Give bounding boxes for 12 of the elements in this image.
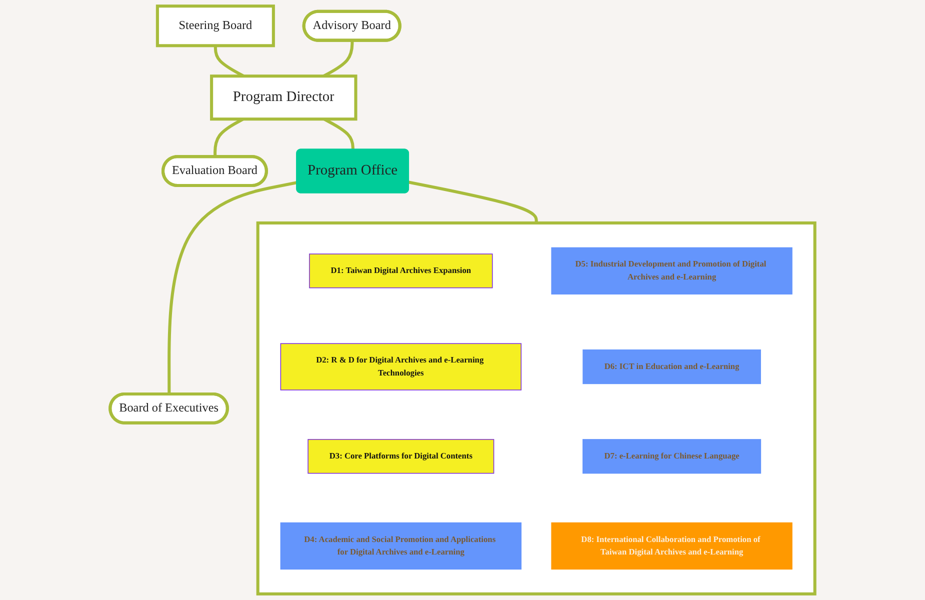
node-box: D1: Taiwan Digital Archives Expansion (309, 254, 493, 288)
node-box: D2: R & D for Digital Archives and e-Learning Technologies (280, 343, 522, 390)
node-box: D3: Core Platforms for Digital Contents (308, 439, 494, 474)
node-box: D6: ICT in Education and e-Learning (582, 349, 761, 384)
cluster (256, 221, 816, 596)
node-box: D4: Academic and Social Promotion and Applications for Digital Archives and e-Learning (280, 522, 522, 570)
node-box: D5: Industrial Development and Promotion of Digital Archives and e-Learning (551, 247, 792, 294)
connector (168, 181, 298, 394)
node-box: Program Director (210, 74, 358, 121)
node-box: Steering Board (156, 4, 275, 48)
node-box: D7: e-Learning for Chinese Language (582, 439, 762, 474)
node-box: D8: International Collaboration and Promotion of Taiwan Digital Archives and e-Learning (551, 522, 792, 570)
